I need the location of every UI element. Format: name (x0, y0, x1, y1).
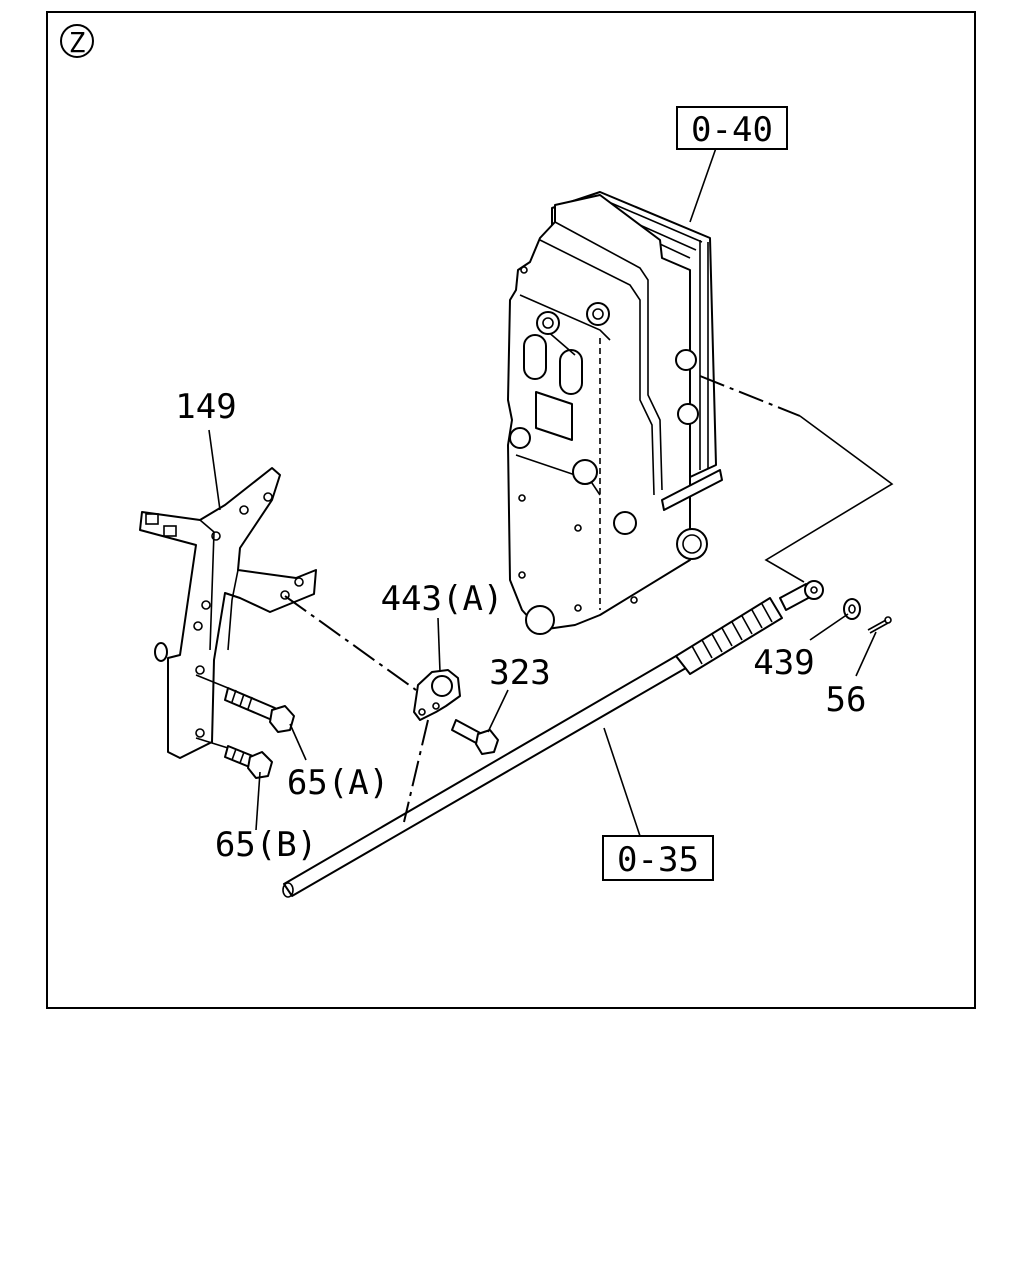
actuator-unit (507, 191, 723, 635)
bolt-65a (224, 687, 295, 733)
bracket-149 (139, 467, 317, 759)
ref-0-40-label: 0-40 (691, 110, 773, 150)
diagram-frame (46, 11, 976, 1009)
pin-56 (867, 616, 892, 634)
bolt-323 (451, 719, 499, 755)
callout-65a: 65(A) (287, 763, 389, 803)
leader-lines (208, 147, 877, 837)
ref-box-0-40: 0-40 (676, 106, 788, 150)
callout-56: 56 (826, 680, 867, 720)
clip-443a (413, 669, 461, 721)
bolt-65b (224, 745, 273, 779)
control-cable (282, 580, 824, 898)
ref-box-0-35: 0-35 (602, 835, 714, 881)
view-marker-label: Z (69, 26, 86, 59)
callout-65b: 65(B) (215, 825, 317, 865)
callout-439: 439 (753, 643, 814, 683)
view-marker: Z (60, 24, 94, 59)
ref-0-35-label: 0-35 (617, 840, 699, 880)
callout-443a: 443(A) (381, 579, 504, 619)
callout-323: 323 (489, 653, 550, 693)
callout-149: 149 (175, 387, 236, 427)
